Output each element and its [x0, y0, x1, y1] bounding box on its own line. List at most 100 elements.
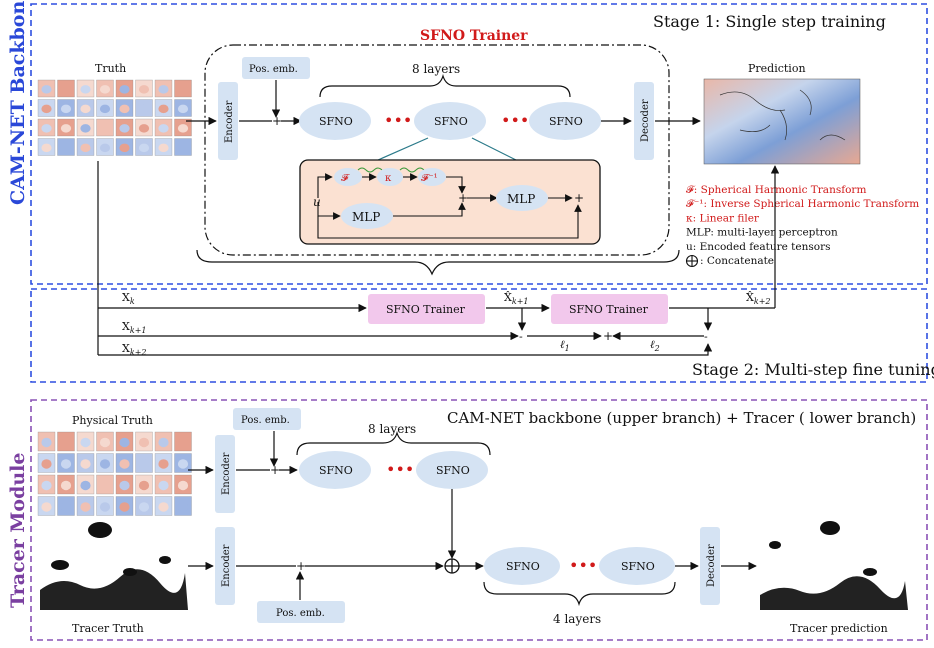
pos-emb-label: Pos. emb.: [249, 64, 298, 75]
inner-mlp-node-1: [341, 203, 393, 229]
thumbnail-blob: [158, 480, 169, 491]
tracer-pos-emb-lower-label: Pos. emb.: [276, 608, 325, 619]
tracer-8layers-brace: [296, 430, 491, 456]
encoder-label: Encoder: [224, 100, 235, 143]
inner-plus-2: +: [574, 191, 584, 205]
sfno-trainer-title: SFNO Trainer: [420, 28, 528, 44]
stage1-bottom-brace: [196, 249, 680, 276]
thumbnail-blob: [99, 85, 111, 94]
prediction-label: Prediction: [748, 62, 806, 75]
thumbnail-blob: [60, 480, 72, 491]
thumbnail-blob: [158, 143, 169, 153]
thumbnail-blob: [99, 480, 111, 491]
stage2-trainer-2-label: SFNO Trainer: [569, 303, 649, 316]
inner-wave-1: [357, 167, 383, 173]
encoder-box: [218, 82, 238, 160]
l2-label: ℓ2: [650, 338, 660, 353]
thumbnail-blob: [119, 459, 130, 469]
legend-item: 𝓕⁻¹: Inverse Spherical Harmonic Transfor…: [686, 198, 919, 210]
tracer-dots-lower: •••: [569, 556, 597, 575]
layers-brace: [319, 73, 571, 98]
thumbnail-blob: [177, 480, 189, 491]
thumbnail-blob: [158, 502, 169, 512]
tracer-side-label: Tracer Module: [7, 453, 29, 608]
thumbnail-blob: [177, 124, 189, 133]
thumbnail-blob: [99, 459, 111, 469]
physical-truth-label: Physical Truth: [72, 414, 153, 427]
thumbnail-blob: [158, 459, 169, 469]
xhat2-label: X̂k+2: [746, 291, 770, 306]
thumbnail-blob: [177, 104, 189, 114]
sfno-node-3-label: SFNO: [549, 115, 583, 128]
tracer-4layers-label: 4 layers: [553, 612, 601, 626]
thumbnail-blob: [41, 480, 52, 491]
thumbnail-blob: [80, 85, 91, 94]
thumbnail-blob: [138, 502, 150, 512]
thumbnail-blob: [138, 104, 150, 114]
thumbnail-blob: [119, 104, 130, 114]
tracer-truth-label: Tracer Truth: [72, 622, 144, 635]
zoom-line-right: [471, 137, 517, 161]
thumbnail-blob: [99, 502, 111, 512]
thumbnail-blob: [80, 124, 91, 133]
dots-2: •••: [501, 111, 529, 130]
thumbnail-blob: [60, 502, 72, 512]
inner-mlp-2-label: MLP: [507, 192, 535, 206]
thumbnail-blob: [119, 85, 130, 94]
layers-label: 8 layers: [412, 62, 460, 76]
thumbnail-blob: [80, 104, 91, 114]
truth-image-grid: [37, 79, 192, 156]
thumbnail-blob: [41, 124, 52, 133]
decoder-box: [634, 82, 654, 160]
minus-1: -: [519, 330, 523, 343]
thumbnail-blob: [80, 143, 91, 153]
thumbnail-blob: [138, 143, 150, 153]
stage1-box: [30, 3, 928, 285]
tracer-encoder-upper: [215, 435, 235, 513]
tracer-plus-lower: +: [296, 559, 306, 573]
thumbnail-blob: [41, 459, 52, 469]
thumbnail-blob: [138, 85, 150, 94]
inner-skip: [317, 204, 582, 239]
pos-emb-box: [242, 57, 310, 79]
sfno-trainer-box: [204, 44, 670, 256]
legend-item: κ: Linear filer: [686, 212, 760, 224]
tracer-title: CAM-NET backbone (upper branch) + Tracer…: [447, 409, 916, 427]
xk-label: Xk: [122, 291, 135, 306]
sfno-node-2-label: SFNO: [434, 115, 468, 128]
thumbnail-blob: [119, 480, 130, 491]
tracer-encoder-upper-label: Encoder: [221, 452, 232, 495]
tracer-sfno-upper-2-label: SFNO: [436, 464, 470, 477]
plus-symbol: +: [272, 114, 282, 128]
tracer-sfno-lower-2: [599, 547, 675, 585]
thumbnail-blob: [158, 437, 169, 448]
inner-arrow-finv-plus: [446, 176, 466, 194]
stage2-box: [30, 288, 928, 383]
legend-item: : Concatenate: [700, 255, 774, 267]
tracer-pos-emb-lower: [257, 601, 345, 623]
prediction-map: [703, 78, 861, 165]
tracer-prediction-image: [758, 520, 908, 610]
thumbnail-blob: [41, 143, 52, 153]
tracer-encoder-lower: [215, 527, 235, 605]
tracer-dots-upper: •••: [386, 460, 414, 479]
thumbnail-blob: [60, 459, 72, 469]
tracer-sfno-upper-1-label: SFNO: [319, 464, 353, 477]
thumbnail-blob: [138, 480, 150, 491]
xhat1-label: X̂k+1: [504, 291, 528, 306]
sfno-node-3: [529, 102, 601, 140]
tracer-encoder-lower-label: Encoder: [221, 544, 232, 587]
tracer-sfno-lower-2-label: SFNO: [621, 560, 655, 573]
minus-2: -: [704, 330, 708, 343]
thumbnail-blob: [99, 124, 111, 133]
thumbnail-blob: [99, 104, 111, 114]
thumbnail-blob: [60, 143, 72, 153]
stage2-trainer-1: [368, 294, 485, 324]
decoder-label: Decoder: [640, 99, 651, 142]
inner-f-node: [334, 168, 362, 186]
thumbnail-blob: [60, 85, 72, 94]
tracer-truth-image: [38, 522, 188, 610]
inner-plus-1: +: [458, 191, 468, 205]
